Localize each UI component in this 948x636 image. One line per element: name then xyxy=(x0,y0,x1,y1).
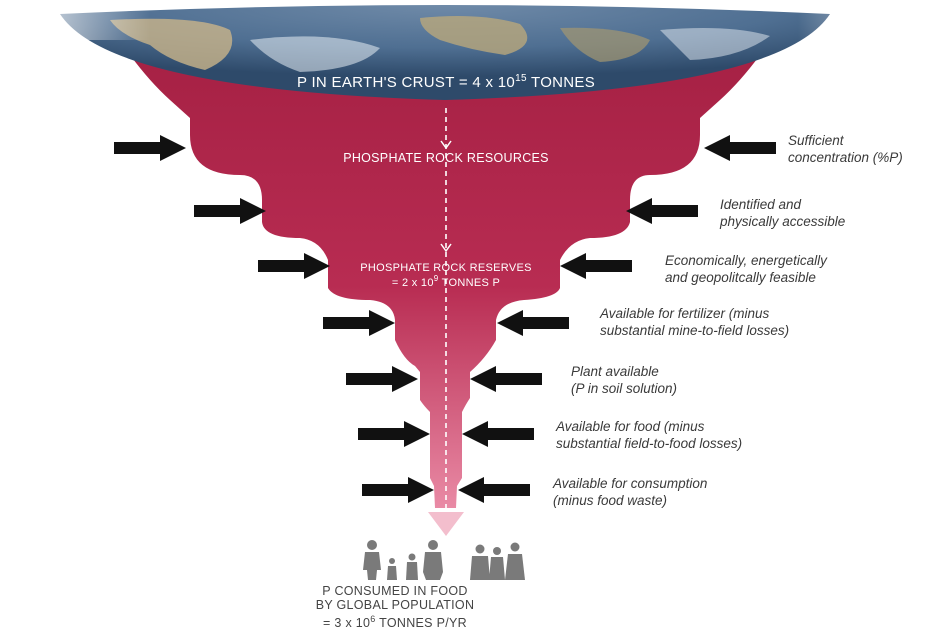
black-arrow-icon-left-3 xyxy=(258,253,330,279)
black-arrow-icon-left-6 xyxy=(358,421,430,447)
black-arrow-icon-left-5 xyxy=(346,366,418,392)
funnel-body xyxy=(70,15,820,508)
people-silhouettes-icon xyxy=(363,540,525,580)
reserves-label-line2: = 2 x 109 TONNES P xyxy=(392,274,500,289)
consumption-line1: P CONSUMED IN FOOD xyxy=(322,584,468,598)
black-arrow-icon-left-1 xyxy=(114,135,186,161)
black-arrow-icon-right-5 xyxy=(470,366,542,392)
black-arrow-icon-right-3 xyxy=(560,253,632,279)
constraint-arrows xyxy=(114,135,776,503)
black-arrow-icon-right-1 xyxy=(704,135,776,161)
constraint-label-consumption: Available for consumption(minus food was… xyxy=(553,476,708,508)
earth-image xyxy=(0,0,948,100)
resources-label: PHOSPHATE ROCK RESOURCES xyxy=(343,151,549,165)
black-arrow-icon-left-4 xyxy=(323,310,395,336)
flow-arrowhead-2 xyxy=(440,243,452,253)
black-arrow-icon-right-7 xyxy=(458,477,530,503)
consumption-line3: = 3 x 106 TONNES P/YR xyxy=(323,614,467,631)
constraint-label-plant: Plant available(P in soil solution) xyxy=(571,364,678,396)
flow-arrowhead-1 xyxy=(440,140,452,150)
reserves-label-line1: PHOSPHATE ROCK RESERVES xyxy=(360,262,532,274)
black-arrow-icon-left-7 xyxy=(362,477,434,503)
crust-label: P IN EARTH'S CRUST = 4 x 1015 TONNES xyxy=(297,73,595,91)
consumption-label: P CONSUMED IN FOOD BY GLOBAL POPULATION … xyxy=(300,584,490,630)
black-arrow-icon-right-4 xyxy=(497,310,569,336)
black-arrow-icon-right-6 xyxy=(462,421,534,447)
black-arrow-icon-right-2 xyxy=(626,198,698,224)
flow-big-arrowhead xyxy=(428,512,464,536)
consumption-line2: BY GLOBAL POPULATION xyxy=(315,598,475,612)
black-arrow-icon-left-2 xyxy=(194,198,266,224)
